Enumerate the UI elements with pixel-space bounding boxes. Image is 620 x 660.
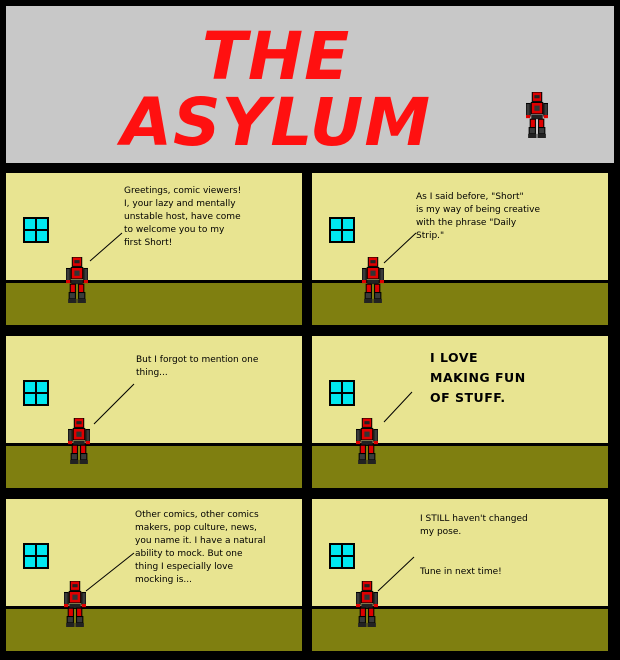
host-robot-figure (356, 581, 378, 627)
comic-header: THE ASYLUM (6, 6, 614, 163)
speech-text-closing: Tune in next time! (420, 567, 502, 577)
comic-panel-4: I LOVE MAKING FUN OF STUFF. (312, 336, 608, 488)
speech-text: Other comics, other comics makers, pop c… (135, 510, 266, 585)
host-robot-figure (362, 257, 384, 303)
host-robot-figure (356, 418, 378, 464)
host-robot-figure (64, 581, 86, 627)
host-robot-figure (66, 257, 88, 303)
comic-title-line-1: THE (201, 18, 351, 95)
floor (6, 280, 302, 325)
window (329, 543, 355, 569)
window (23, 543, 49, 569)
speech-text: Greetings, comic viewers! I, your lazy a… (124, 186, 242, 248)
comic-panel-3: But I forgot to mention one thing... (6, 336, 302, 488)
window (329, 217, 355, 243)
speech-text: But I forgot to mention one thing... (136, 355, 259, 378)
speech-text: As I said before, "Short" is my way of b… (416, 192, 541, 241)
floor (6, 606, 302, 651)
comic-panel-2: As I said before, "Short" is my way of b… (312, 173, 608, 325)
comic-title-line-2: ASYLUM (120, 84, 432, 161)
window (329, 380, 355, 406)
comic-panel-1: Greetings, comic viewers! I, your lazy a… (6, 173, 302, 325)
floor (6, 443, 302, 488)
window (23, 217, 49, 243)
window (23, 380, 49, 406)
host-robot-figure (68, 418, 90, 464)
floor (312, 280, 608, 325)
comic-panel-6: I STILL haven't changed my pose. Tune in… (312, 499, 608, 651)
speech-text-shout: I LOVE MAKING FUN OF STUFF. (430, 350, 526, 405)
speech-text: I STILL haven't changed my pose. (420, 514, 528, 537)
comic-panel-5: Other comics, other comics makers, pop c… (6, 499, 302, 651)
host-robot-figure (526, 92, 548, 138)
